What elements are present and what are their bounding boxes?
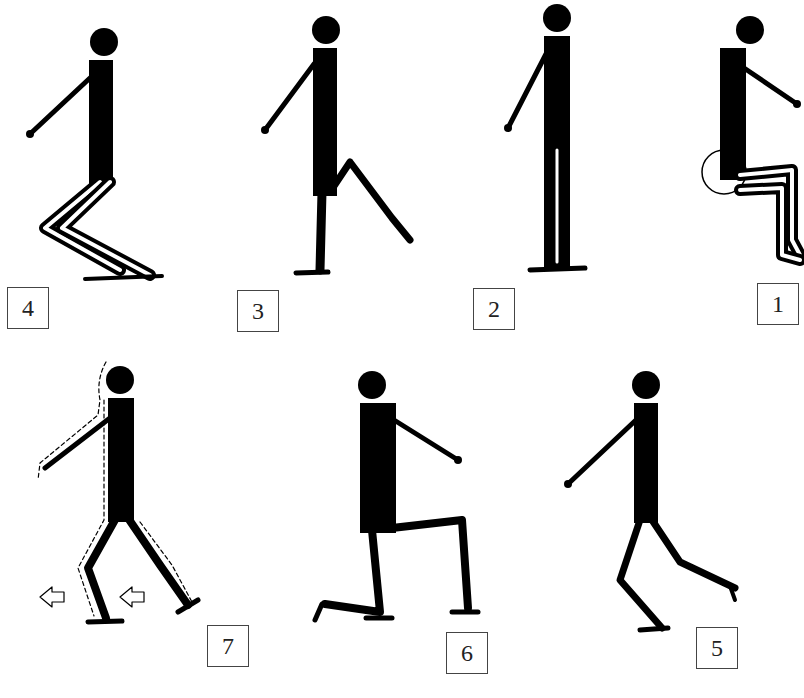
standing-figure (504, 4, 585, 270)
callout-number: 1 (772, 292, 784, 316)
callout-number: 4 (22, 296, 34, 320)
squat-figure (26, 28, 162, 279)
sitting-figure (702, 16, 801, 260)
callout-box: 7 (207, 625, 249, 667)
callout-box: 2 (473, 288, 515, 330)
callout-box: 3 (237, 290, 279, 332)
callout-box: 4 (7, 287, 49, 329)
callout-number: 5 (711, 636, 723, 660)
callout-box: 1 (757, 283, 799, 325)
stepping-figure (564, 371, 735, 630)
callout-number: 7 (222, 634, 234, 658)
walking-figure (261, 16, 410, 273)
shifting-figure (38, 362, 198, 622)
callout-number: 6 (461, 641, 473, 665)
kneeling-figure (315, 371, 478, 620)
callout-number: 2 (488, 297, 500, 321)
callout-box: 6 (446, 632, 488, 674)
callout-box: 5 (696, 627, 738, 669)
callout-number: 3 (252, 299, 264, 323)
